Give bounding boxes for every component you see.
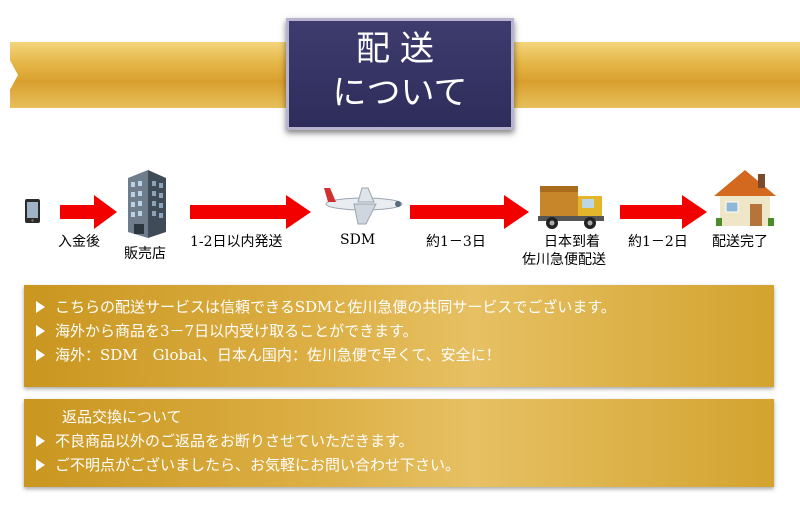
- info-text: 海外：SDM Global、日本ん国内：佐川急便で早くて、安全に！: [55, 346, 501, 364]
- info-text: こちらの配送サービスは信頼できるSDMと佐川急便の共同サービスでございます。: [55, 298, 616, 316]
- step-label-sdm: SDM: [340, 232, 376, 248]
- bullet-triangle-icon: [36, 435, 45, 447]
- returns-text: 不良商品以外のご返品をお断りさせていただきます。: [55, 432, 414, 450]
- bullet-triangle-icon: [36, 325, 45, 337]
- returns-info-box: 返品交換について 不良商品以外のご返品をお断りさせていただきます。 ご不明点がご…: [24, 399, 774, 487]
- delivery-flow: 入金後 販売店 1-2日以内発送: [0, 168, 800, 278]
- title-line-1: 配送: [356, 29, 444, 69]
- step-label-payment: 入金後: [58, 234, 100, 250]
- delivery-truck-icon: [538, 186, 604, 229]
- bullet-triangle-icon: [36, 349, 45, 361]
- flow-arrow-1: [60, 195, 117, 229]
- office-building-icon: [128, 170, 166, 238]
- flow-step-store: [124, 168, 168, 245]
- duration-label-3: 約1－2日: [628, 234, 688, 250]
- ribbon-tail: [0, 42, 18, 108]
- flow-step-payment: [24, 198, 42, 229]
- bullet-triangle-icon: [36, 301, 45, 313]
- duration-label-2: 約1－3日: [426, 234, 486, 250]
- info-text: 海外から商品を3－7日以内受け取ることができます。: [55, 322, 418, 340]
- step-label-store: 販売店: [124, 246, 166, 262]
- bullet-triangle-icon: [36, 459, 45, 471]
- page-title: 配送 について: [286, 18, 514, 130]
- airplane-icon: [324, 187, 403, 225]
- flow-arrow-3: [410, 195, 529, 229]
- house-icon: [714, 170, 776, 226]
- step-label-japan-arrival: 日本到着: [544, 234, 600, 250]
- step-label-sagawa: 佐川急便配送: [522, 252, 606, 268]
- info-line: こちらの配送サービスは信頼できるSDMと佐川急便の共同サービスでございます。: [36, 295, 762, 319]
- flow-arrow-4: [620, 195, 707, 229]
- returns-title: 返品交換について: [62, 408, 182, 426]
- returns-line: ご不明点がございましたら、お気軽にお問い合わせ下さい。: [36, 453, 762, 477]
- flow-step-sdm: [318, 182, 406, 231]
- step-label-complete: 配送完了: [712, 234, 768, 250]
- returns-text: ご不明点がございましたら、お気軽にお問い合わせ下さい。: [55, 456, 461, 474]
- flow-step-complete: [712, 168, 778, 233]
- info-line: 海外：SDM Global、日本ん国内：佐川急便で早くて、安全に！: [36, 343, 762, 367]
- flow-step-japan: [536, 180, 608, 237]
- smartphone-icon: [25, 199, 40, 223]
- duration-label-1: 1-2日以内発送: [190, 234, 283, 250]
- flow-arrow-2: [190, 195, 311, 229]
- delivery-info-box: こちらの配送サービスは信頼できるSDMと佐川急便の共同サービスでございます。 海…: [24, 285, 774, 387]
- returns-line: 不良商品以外のご返品をお断りさせていただきます。: [36, 429, 762, 453]
- info-line: 海外から商品を3－7日以内受け取ることができます。: [36, 319, 762, 343]
- title-line-2: について: [332, 73, 468, 113]
